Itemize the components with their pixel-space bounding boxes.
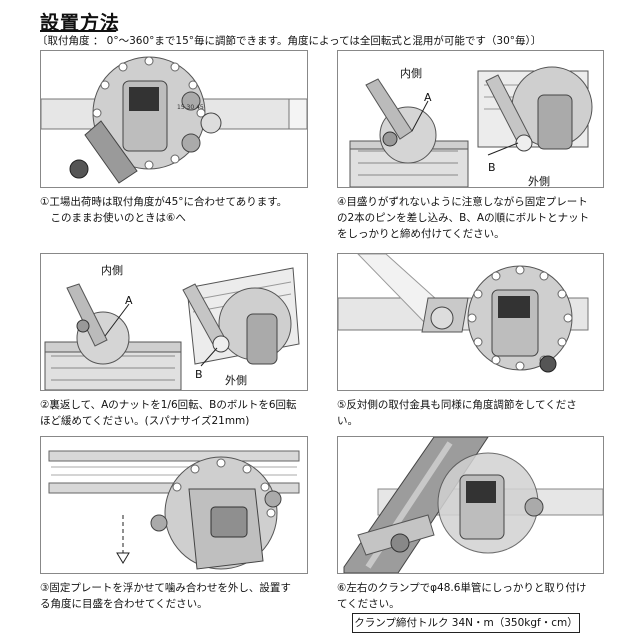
step2-caption: ②裏返して、Aのナットを1/6回転、Bのボルトを6回転 ほど緩めてください。(ス… — [40, 399, 297, 427]
label-b: B — [488, 161, 496, 174]
label-outer: 外側 — [225, 374, 247, 387]
step1-caption: ①工場出荷時は取付角度が45°に合わせてあります。 このままお使いのときは⑥へ — [40, 196, 288, 224]
step3-caption: ③固定プレートを浮かせて噛み合わせを外し、設置す る角度に目盛を合わせてください… — [40, 582, 291, 610]
step4-caption: ④目盛りがずれないように注意しながら固定プレート の2本のピンを差し込み、B、A… — [337, 196, 590, 240]
step3-illustration — [40, 436, 308, 574]
page-title: 設置方法 — [40, 12, 121, 34]
step6-illustration — [337, 436, 604, 574]
label-outer: 外側 — [528, 175, 550, 187]
step1-illustration: 15 30 45 — [40, 50, 308, 188]
title-underline — [40, 30, 116, 32]
label-inner: 内側 — [101, 263, 123, 277]
angle-note: 〔取付角度 ： 0°～360°まで15°毎に調節できます。角度によっては全回転式… — [37, 35, 542, 47]
label-a: A — [125, 294, 133, 307]
label-a: A — [424, 91, 432, 104]
torque-spec: クランプ締付トルク 34N・m（350kgf・cm） — [352, 613, 580, 633]
step5-caption: ⑤反対側の取付金具も同様に角度調節をしてくださ い。 — [337, 399, 577, 427]
step2-illustration: 内側 A B 外側 — [40, 253, 308, 391]
label-inner: 内側 — [400, 66, 422, 80]
step4-illustration: 内側 A B 外側 — [337, 50, 604, 188]
step6-caption: ⑥左右のクランプでφ48.6単管にしっかりと取り付け てください。 — [337, 582, 587, 610]
svg-text:15 30 45: 15 30 45 — [177, 104, 204, 111]
label-b: B — [195, 368, 203, 381]
step5-illustration — [337, 253, 604, 391]
